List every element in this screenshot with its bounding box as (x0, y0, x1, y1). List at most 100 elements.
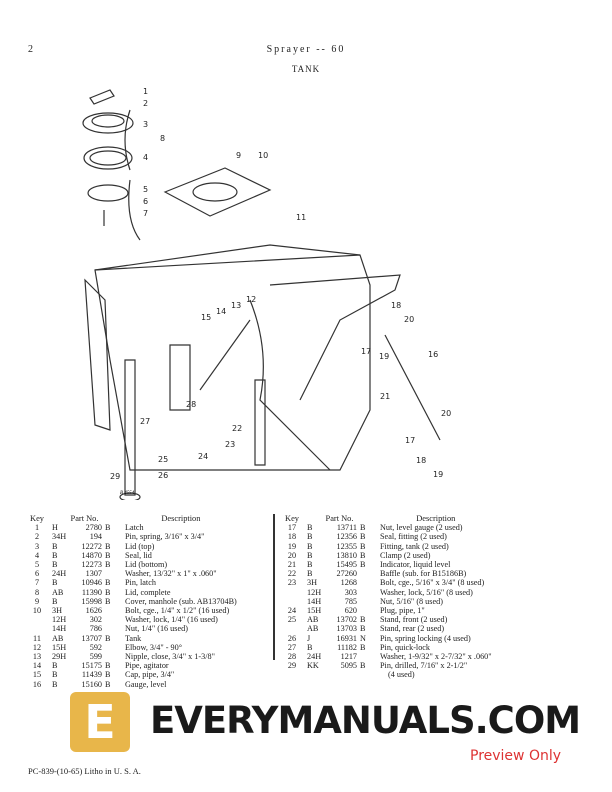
part-prefix: 3H (307, 578, 318, 588)
part-suffix: B (105, 596, 111, 606)
part-key: 13 (32, 652, 42, 662)
part-key: 10 (32, 606, 42, 616)
callout-label: 24 (198, 452, 208, 461)
part-prefix: 34H (52, 532, 67, 542)
part-prefix: B (307, 532, 313, 542)
part-prefix: J (307, 633, 311, 643)
part-description: Gauge, level (125, 679, 167, 689)
part-description: Pipe, agitator (125, 661, 169, 671)
part-suffix (102, 615, 121, 624)
part-key: 14 (32, 661, 42, 671)
part-suffix: B (105, 661, 111, 671)
part-suffix (357, 578, 376, 587)
part-key: 20 (287, 550, 297, 560)
part-description: Elbow, 3/4" - 90° (125, 642, 183, 652)
part-suffix (102, 643, 121, 652)
part-description: (4 used) (388, 670, 415, 680)
callout-label: 28 (186, 400, 196, 409)
part-prefix: B (52, 679, 58, 689)
callout-label: 21 (380, 392, 390, 401)
part-prefix: 14H (52, 624, 67, 634)
part-number: 5095 (340, 661, 357, 671)
part-description: Cover, manhole (sub. AB13704B) (125, 596, 237, 606)
callout-label: 25 (158, 455, 168, 464)
part-suffix (102, 532, 121, 541)
part-suffix: B (105, 578, 111, 588)
part-prefix: B (52, 560, 58, 570)
part-key: 3 (34, 541, 40, 551)
callout-label: 19 (379, 352, 389, 361)
part-prefix: 12H (52, 615, 67, 625)
part-prefix: 24H (307, 652, 322, 662)
part-number: 15495 (336, 560, 357, 570)
part-key: 25 (287, 615, 297, 625)
part-suffix: B (105, 560, 111, 570)
part-description: Bolt, cge., 1/4" x 1/2" (16 used) (125, 606, 230, 616)
part-key: 17 (287, 523, 297, 533)
part-suffix: B (105, 587, 111, 597)
part-suffix: B (360, 560, 366, 570)
part-key: 4 (34, 550, 40, 560)
part-prefix: AB (52, 587, 64, 597)
callout-label: 26 (158, 471, 168, 480)
callout-label: 20 (404, 315, 414, 324)
part-number: 11390 (81, 587, 102, 597)
callout-label: 12 (246, 295, 256, 304)
part-description: Cap, pipe, 3/4" (125, 670, 175, 680)
part-description: Clamp (2 used) (380, 550, 431, 560)
part-description: Bolt, cge., 5/16" x 3/4" (8 used) (380, 578, 485, 588)
part-key: 9 (34, 596, 40, 606)
callout-label: 8 (160, 134, 165, 143)
part-suffix: B (105, 679, 111, 689)
part-suffix: B (360, 550, 366, 560)
part-number: 14870 (81, 550, 102, 560)
part-suffix: B (105, 541, 111, 551)
callout-label: 17 (361, 347, 371, 356)
part-description: Washer, lock, 1/4" (16 used) (125, 615, 218, 625)
part-number: 194 (89, 532, 102, 542)
callout-label: 27 (140, 417, 150, 426)
callout-label: 7 (143, 209, 148, 218)
part-prefix: B (307, 642, 313, 652)
page-number: 2 (28, 44, 33, 55)
part-key (26, 615, 48, 624)
part-suffix: B (360, 532, 366, 542)
part-prefix: B (52, 541, 58, 551)
part-suffix: B (105, 633, 111, 643)
part-description: Indicator, liquid level (380, 560, 451, 570)
part-number: 12355 (336, 541, 357, 551)
callout-label: 6 (143, 197, 148, 206)
callout-label: 2 (143, 99, 148, 108)
part-key: 8 (34, 587, 40, 597)
part-prefix: B (52, 596, 58, 606)
callout-label: 29 (110, 472, 120, 481)
part-prefix: B (52, 670, 58, 680)
part-key: 22 (287, 569, 297, 579)
header-description: Description (161, 514, 201, 523)
part-number: 12273 (81, 560, 102, 570)
part-prefix: KK (307, 661, 319, 671)
callout-label: 15 (201, 313, 211, 322)
part-description: Fitting, tank (2 used) (380, 541, 449, 551)
part-number: 1217 (340, 652, 357, 662)
part-number: 12356 (336, 532, 357, 542)
callout-label: 10 (258, 151, 268, 160)
part-number: 11439 (81, 670, 102, 680)
callout-label: 17 (405, 436, 415, 445)
callout-label: 18 (416, 456, 426, 465)
